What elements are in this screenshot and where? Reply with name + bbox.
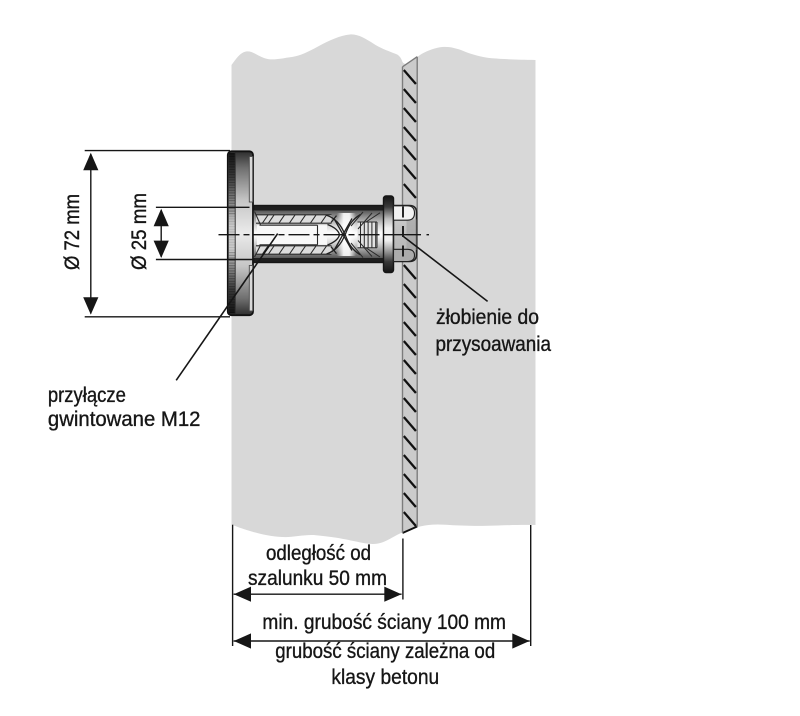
- svg-text:odległość od: odległość od: [266, 542, 371, 565]
- svg-text:przyłącze: przyłącze: [48, 384, 126, 407]
- svg-text:Ø 72 mm: Ø 72 mm: [61, 194, 84, 270]
- svg-text:gwintowane M12: gwintowane M12: [48, 408, 201, 431]
- svg-text:przysoawania: przysoawania: [436, 333, 552, 356]
- svg-text:szalunku 50 mm: szalunku 50 mm: [248, 567, 387, 590]
- svg-text:żłobienie do: żłobienie do: [436, 306, 539, 329]
- svg-text:Ø 25 mm: Ø 25 mm: [128, 193, 151, 270]
- svg-text:min. grubość ściany 100 mm: min. grubość ściany 100 mm: [262, 611, 506, 634]
- svg-text:klasy betonu: klasy betonu: [331, 666, 439, 689]
- svg-text:grubość ściany zależna od: grubość ściany zależna od: [275, 640, 495, 663]
